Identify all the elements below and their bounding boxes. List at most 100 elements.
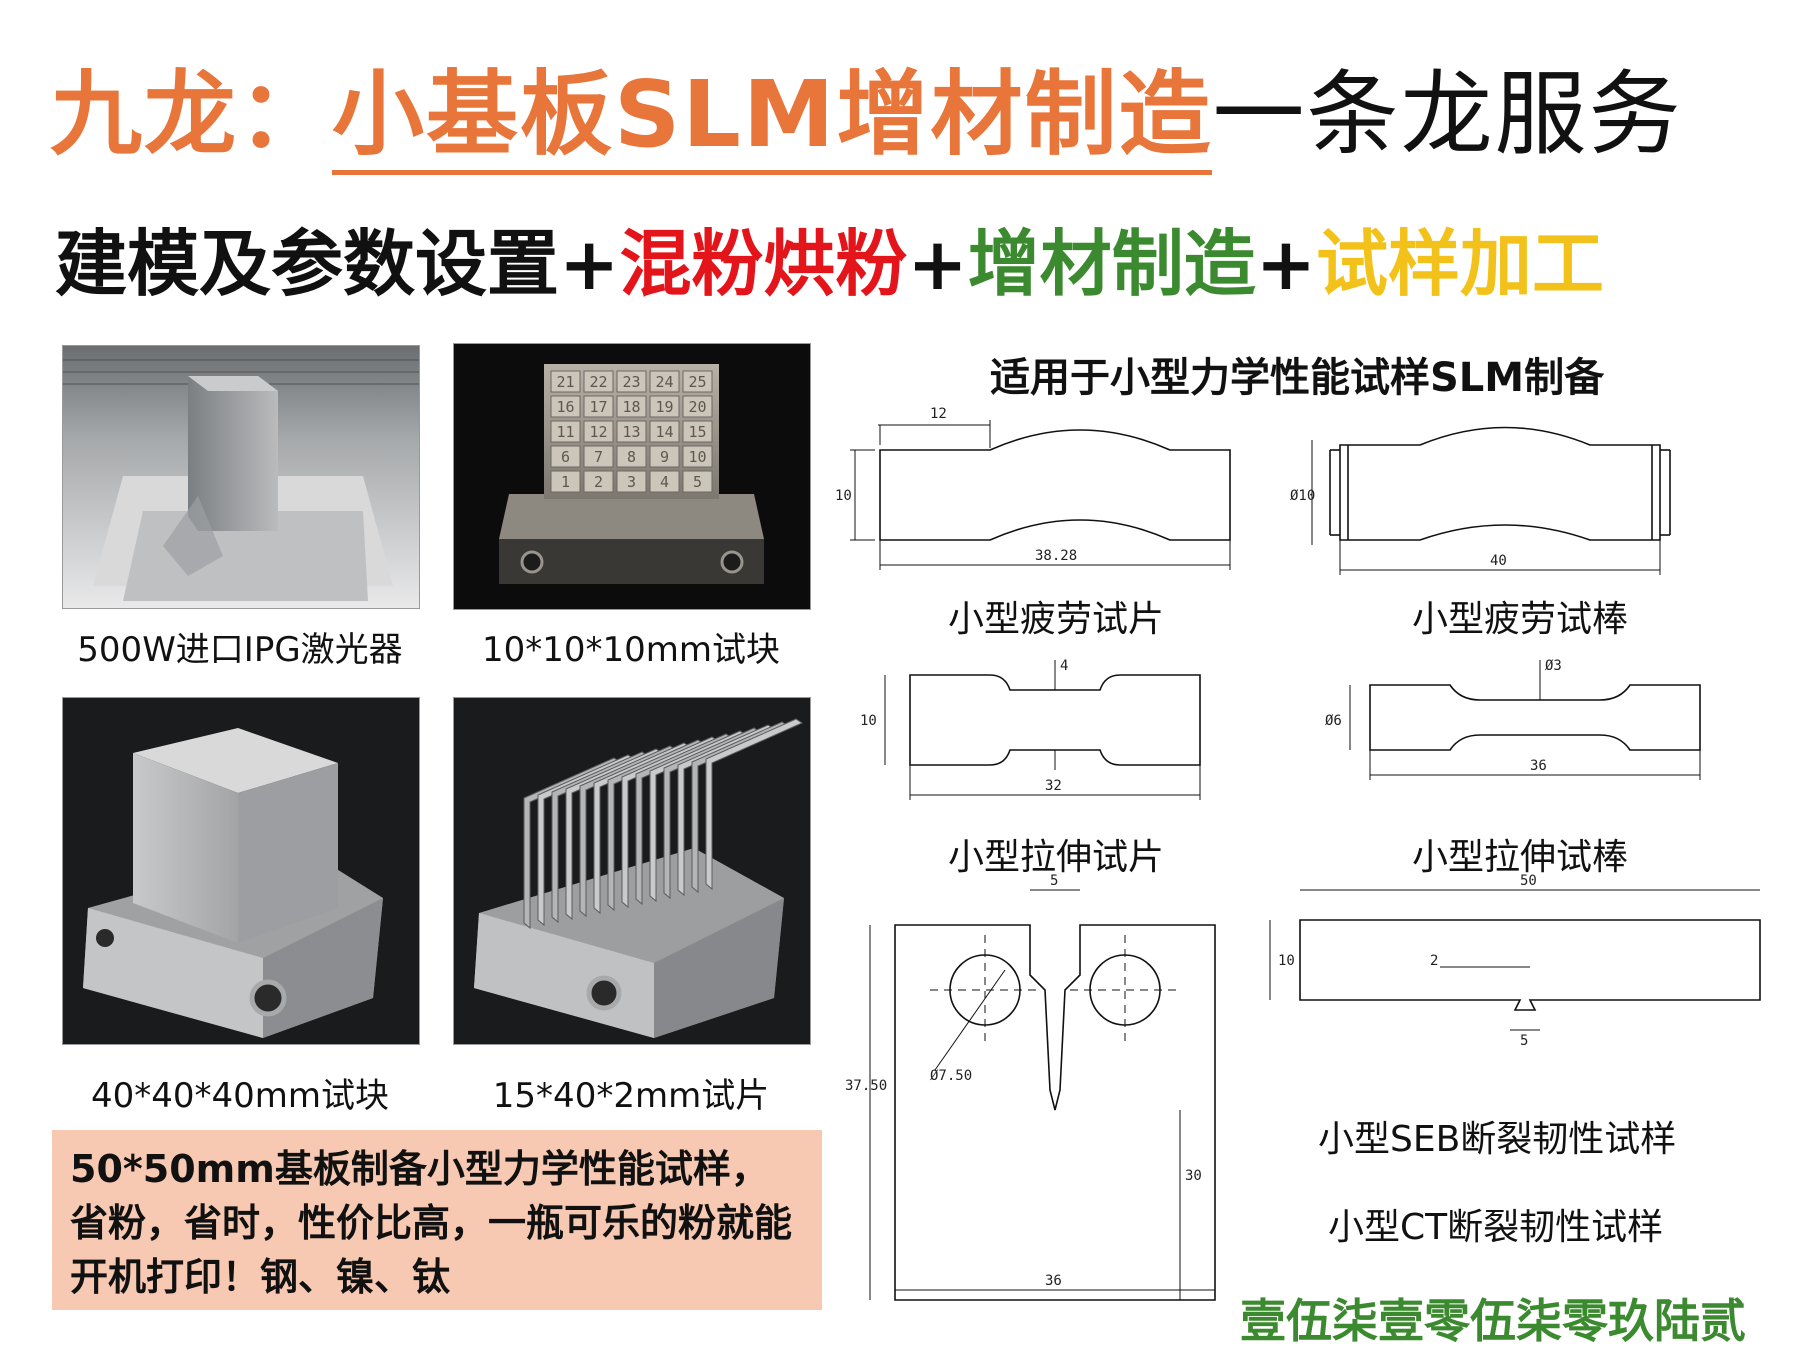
drawing-ct-specimen (869, 889, 1216, 1301)
grid-number: 18 (622, 398, 640, 416)
grid-number: 16 (556, 398, 574, 416)
caption-fatigue-bar: 小型疲劳试棒 (1412, 599, 1629, 640)
grid-cell (583, 445, 614, 468)
dim-label: Ø3 (1545, 658, 1562, 674)
drawing-tensile-bar (1349, 660, 1701, 780)
fin-sheet (551, 751, 650, 924)
caption-tensile-bar: 小型拉伸试棒 (1412, 837, 1629, 878)
grid-number: 10 (688, 448, 706, 466)
grid-number: 5 (693, 473, 702, 491)
grid-cell (649, 395, 680, 418)
dim-label: 36 (1045, 1273, 1062, 1289)
photo-laser-cube (62, 345, 420, 609)
grid-cell (550, 445, 581, 468)
subtitle-plus: + (1255, 222, 1317, 306)
grid-number: 25 (688, 373, 706, 391)
drawing-fatigue-sheet (850, 420, 1231, 570)
fin-sheet (705, 718, 804, 891)
dim-label: Ø10 (1290, 488, 1315, 504)
grid-number: 21 (556, 373, 574, 391)
grid-number: 12 (589, 423, 607, 441)
grid-cell (682, 470, 713, 493)
grid-cell (616, 370, 647, 393)
fin-sheet (537, 754, 636, 927)
dim-label: 10 (1278, 953, 1295, 969)
service-subtitle: 建模及参数设置+混粉烘粉+增材制造+试样加工 (55, 205, 1604, 310)
fin-sheet (677, 724, 776, 897)
grid-cell (682, 420, 713, 443)
grid-number: 22 (589, 373, 607, 391)
dim-label: 50 (1520, 873, 1537, 889)
grid-number: 4 (660, 473, 669, 491)
drawings-heading: 适用于小型力学性能试样SLM制备 (990, 355, 1605, 401)
grid-number: 20 (688, 398, 706, 416)
drawing-seb-specimen (1269, 889, 1761, 1031)
grid-number: 13 (622, 423, 640, 441)
dim-label: 38.28 (1035, 548, 1077, 564)
grid-number: 2 (594, 473, 603, 491)
fin-sheet (663, 727, 762, 900)
grid-cell (550, 420, 581, 443)
dim-label: 12 (930, 406, 947, 422)
grid-number: 19 (655, 398, 673, 416)
grid-number: 6 (561, 448, 570, 466)
grid-cell (550, 470, 581, 493)
subtitle-modeling: 建模及参数设置+ (55, 222, 620, 306)
drawing-fatigue-bar (1311, 426, 1671, 575)
grid-number: 7 (594, 448, 603, 466)
dim-label: 4 (1060, 658, 1068, 674)
title-rest: 一条龙服务 (1212, 61, 1683, 168)
caption-thin-sheets: 15*40*2mm试片 (492, 1076, 770, 1116)
subtitle-am: 增材制造 (967, 222, 1256, 306)
grid-cell (616, 470, 647, 493)
grid-cell (649, 370, 680, 393)
grid-cell (682, 395, 713, 418)
grid-number: 3 (627, 473, 636, 491)
fin-sheet (691, 721, 790, 894)
grid-cell (583, 420, 614, 443)
title-org: 九龙： (50, 61, 333, 168)
caption-big-cube: 40*40*40mm试块 (90, 1076, 390, 1116)
grid-number: 8 (627, 448, 636, 466)
subtitle-powder: 混粉烘粉 (619, 222, 908, 306)
photo-big-cube (62, 697, 420, 1045)
grid-cell (616, 395, 647, 418)
fin-sheet (621, 736, 720, 909)
fin-sheet (635, 733, 734, 906)
dim-label: 10 (860, 713, 877, 729)
grid-number: 17 (589, 398, 607, 416)
caption-small-cubes: 10*10*10mm试块 (481, 630, 781, 670)
dim-label: Ø7.50 (930, 1068, 972, 1084)
grid-number: 15 (688, 423, 706, 441)
fin-sheet (579, 745, 678, 918)
grid-number: 11 (556, 423, 574, 441)
technical-drawings: 12 10 38.28 Ø10 40 4 10 32 Ø3 Ø6 36 5 Ø7… (835, 406, 1761, 1301)
contact-phone: 壹伍柒壹零伍柒零玖陆贰 (1240, 1294, 1746, 1348)
dim-label: 32 (1045, 778, 1062, 794)
grid-cell (682, 445, 713, 468)
grid-cell (583, 370, 614, 393)
grid-cell (649, 470, 680, 493)
grid-number: 9 (660, 448, 669, 466)
subtitle-machining: 试样加工 (1316, 222, 1605, 306)
dim-label: 10 (835, 488, 852, 504)
dim-label: 5 (1520, 1033, 1528, 1049)
grid-cell (583, 470, 614, 493)
dim-label: 5 (1050, 873, 1058, 889)
summary-note: 50*50mm基板制备小型力学性能试样，省粉，省时，性价比高，一瓶可乐的粉就能开… (52, 1130, 822, 1310)
grid-cell (649, 445, 680, 468)
caption-tensile-sheet: 小型拉伸试片 (948, 837, 1165, 878)
dim-label: 30 (1185, 1168, 1202, 1184)
dim-label: Ø6 (1325, 713, 1342, 729)
grid-cell (550, 370, 581, 393)
grid-number: 14 (655, 423, 673, 441)
fin-sheet (593, 742, 692, 915)
grid-number: 24 (655, 373, 673, 391)
caption-laser: 500W进口IPG激光器 (77, 630, 403, 670)
fin-sheet (649, 730, 748, 903)
photo-thin-sheets (453, 697, 811, 1045)
grid-number: 1 (561, 473, 570, 491)
grid-cell (616, 420, 647, 443)
